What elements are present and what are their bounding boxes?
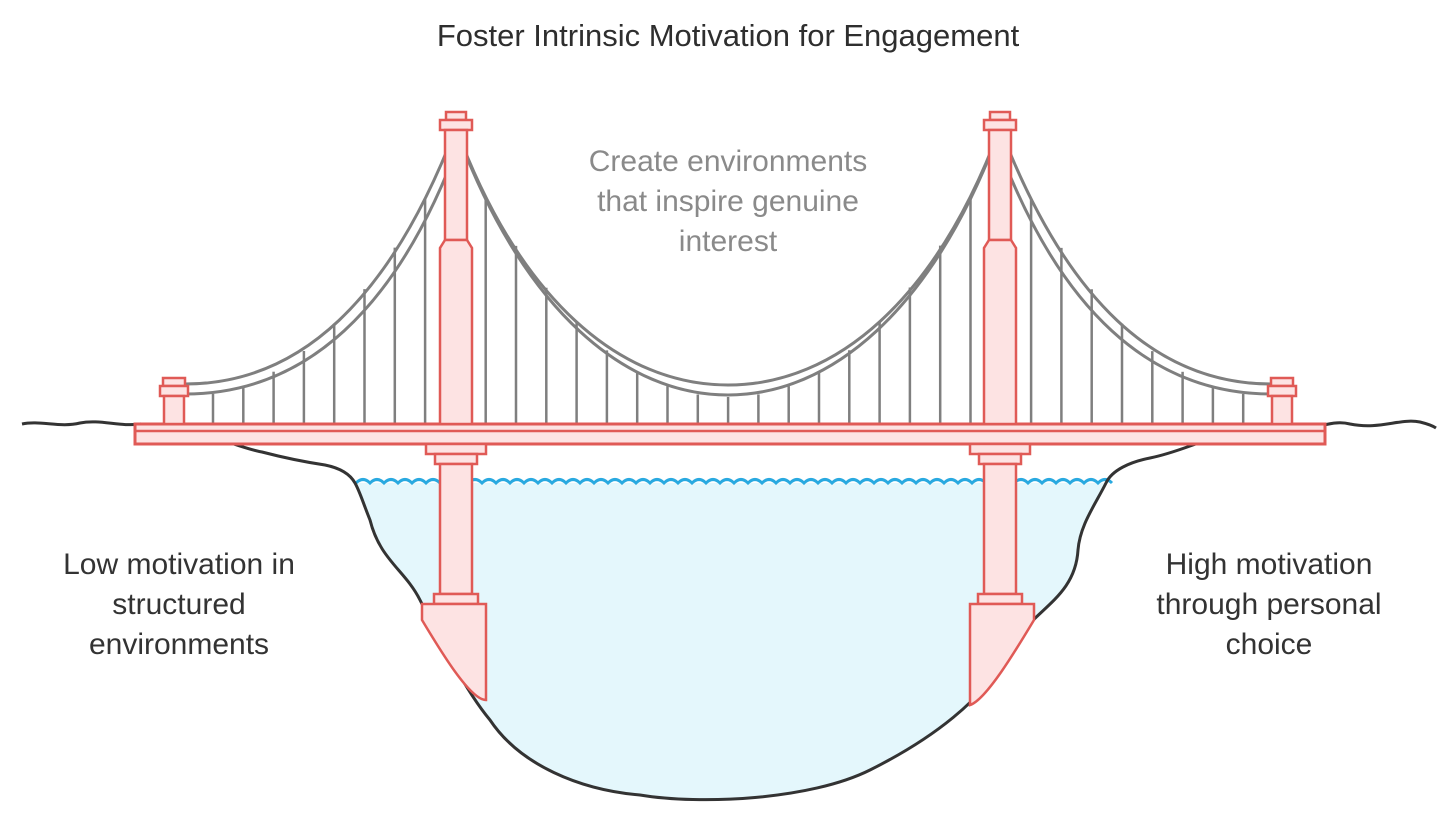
- right-label: High motivation through personal choice: [1110, 545, 1428, 665]
- river-water: [355, 483, 1106, 800]
- center-label-line-1: Create environments: [588, 145, 868, 178]
- suspender-cables: [211, 196, 1245, 424]
- left-tower: [420, 110, 488, 702]
- left-label-line-3: environments: [88, 628, 270, 661]
- right-end-pier: [1266, 376, 1298, 426]
- right-tower: [968, 110, 1036, 707]
- left-end-pier: [158, 376, 190, 426]
- right-label-line-3: choice: [1225, 628, 1313, 661]
- left-label: Low motivation in structured environment…: [20, 545, 338, 665]
- center-label: Create environments that inspire genuine…: [528, 142, 928, 262]
- left-label-line-1: Low motivation in: [63, 548, 295, 581]
- diagram-title: Foster Intrinsic Motivation for Engageme…: [436, 18, 1020, 53]
- center-label-line-2: that inspire genuine: [597, 185, 859, 218]
- main-cable-inner: [184, 135, 1272, 397]
- bridge-deck: [133, 422, 1327, 446]
- center-label-line-3: interest: [678, 225, 778, 258]
- left-label-line-2: structured: [112, 588, 246, 621]
- right-label-line-2: through personal: [1156, 588, 1382, 621]
- right-label-line-1: High motivation: [1165, 548, 1373, 581]
- main-cable-outer: [184, 123, 1272, 387]
